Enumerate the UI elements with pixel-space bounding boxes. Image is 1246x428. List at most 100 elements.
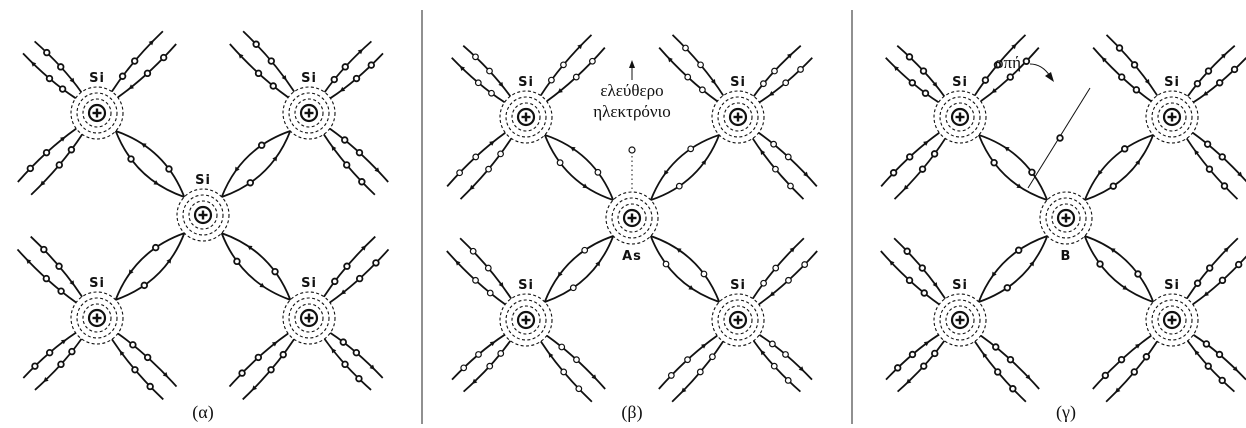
- arrow-icon: [906, 378, 912, 384]
- electron: [1130, 61, 1139, 69]
- electron: [484, 264, 492, 272]
- electron: [151, 243, 160, 252]
- electron: [569, 284, 577, 292]
- nucleus-icon: [710, 89, 766, 145]
- electron: [129, 341, 137, 349]
- arrow-icon: [688, 285, 694, 290]
- electron: [801, 261, 809, 268]
- covalent-bond: [649, 134, 721, 201]
- center-atom: Si: [175, 173, 231, 243]
- electron: [990, 159, 998, 167]
- electron: [140, 281, 149, 290]
- hole-label: οπή: [995, 53, 1021, 72]
- outer-bond: [451, 44, 512, 104]
- arrow-icon: [472, 378, 478, 384]
- arrow-icon: [932, 81, 938, 88]
- arrow-icon: [360, 245, 367, 251]
- nucleus-icon: [281, 85, 337, 141]
- arrow-icon: [153, 180, 159, 185]
- nucleus-icon: [1144, 292, 1200, 348]
- electron: [770, 362, 778, 370]
- electron: [55, 262, 63, 270]
- electron: [1132, 86, 1141, 94]
- covalent-bond: [1083, 235, 1155, 303]
- electron: [772, 165, 779, 173]
- outer-bond: [540, 334, 606, 403]
- nucleus-icon: [175, 187, 231, 243]
- outer-bond: [973, 34, 1040, 103]
- electron: [1006, 355, 1015, 364]
- electron: [58, 85, 67, 93]
- arrow-icon: [1202, 91, 1209, 96]
- bond-arc: [650, 235, 721, 303]
- atom-label: Si: [518, 278, 534, 293]
- electron: [372, 259, 380, 267]
- arrow-icon: [339, 86, 346, 92]
- arrow-icon: [340, 289, 347, 295]
- arrow-icon: [676, 248, 682, 253]
- electron: [1101, 371, 1110, 380]
- arrow-icon: [69, 280, 75, 286]
- bond-arc: [1083, 134, 1154, 201]
- arrow-icon: [455, 260, 461, 266]
- electron: [355, 374, 363, 383]
- electron: [687, 145, 695, 153]
- electron: [246, 179, 255, 187]
- bond-arc: [115, 232, 186, 301]
- arrow-icon: [701, 343, 707, 349]
- electron: [1204, 67, 1213, 75]
- arrow-icon: [768, 91, 775, 96]
- arrow-icon: [26, 258, 32, 264]
- atom-label: Si: [518, 75, 534, 90]
- electron: [918, 264, 926, 272]
- arrow-icon: [247, 245, 253, 251]
- electron: [908, 350, 917, 359]
- outer-bond: [1186, 237, 1246, 306]
- electron: [57, 287, 65, 295]
- free-electron-label-line1: ελεύθερο: [600, 81, 663, 100]
- hole-pointer-head: [1045, 72, 1054, 82]
- electron: [472, 276, 479, 284]
- outer-bond: [885, 44, 946, 104]
- electron: [1206, 264, 1214, 272]
- arrow-icon: [923, 341, 930, 347]
- arrow-icon: [991, 271, 997, 278]
- electron: [1193, 79, 1202, 88]
- electron: [475, 351, 482, 358]
- arrow-icon: [69, 77, 75, 84]
- electron: [1230, 65, 1239, 74]
- bond-arc: [650, 134, 721, 201]
- arrow-icon: [570, 146, 576, 152]
- electron: [159, 53, 168, 62]
- arrow-icon: [251, 385, 258, 391]
- arrow-icon: [1004, 146, 1010, 152]
- electron: [1109, 182, 1118, 190]
- electron: [905, 53, 914, 61]
- corner-atom: Si: [932, 75, 988, 145]
- electron: [45, 348, 54, 357]
- electron: [992, 343, 1000, 351]
- atom-label: Si: [301, 71, 317, 86]
- electron: [1134, 270, 1142, 278]
- arrow-icon: [548, 352, 554, 358]
- arrow-icon: [374, 167, 380, 173]
- arrow-icon: [982, 352, 988, 358]
- arrow-icon: [701, 159, 707, 166]
- electron: [575, 385, 583, 393]
- arrow-icon: [166, 258, 172, 264]
- electron: [460, 364, 468, 372]
- electron: [269, 82, 277, 90]
- arrow-icon: [1101, 57, 1107, 63]
- atom-label: As: [622, 249, 642, 264]
- hole-pointer: [1029, 63, 1051, 77]
- bond-arc: [115, 130, 186, 198]
- electron: [675, 182, 683, 190]
- arrow-icon: [1029, 260, 1035, 267]
- electron: [771, 67, 778, 75]
- covalent-bond: [977, 134, 1049, 201]
- electron: [43, 48, 51, 57]
- bond-arc: [1084, 235, 1155, 303]
- atom-label: Si: [301, 276, 317, 291]
- covalent-bond: [114, 130, 186, 198]
